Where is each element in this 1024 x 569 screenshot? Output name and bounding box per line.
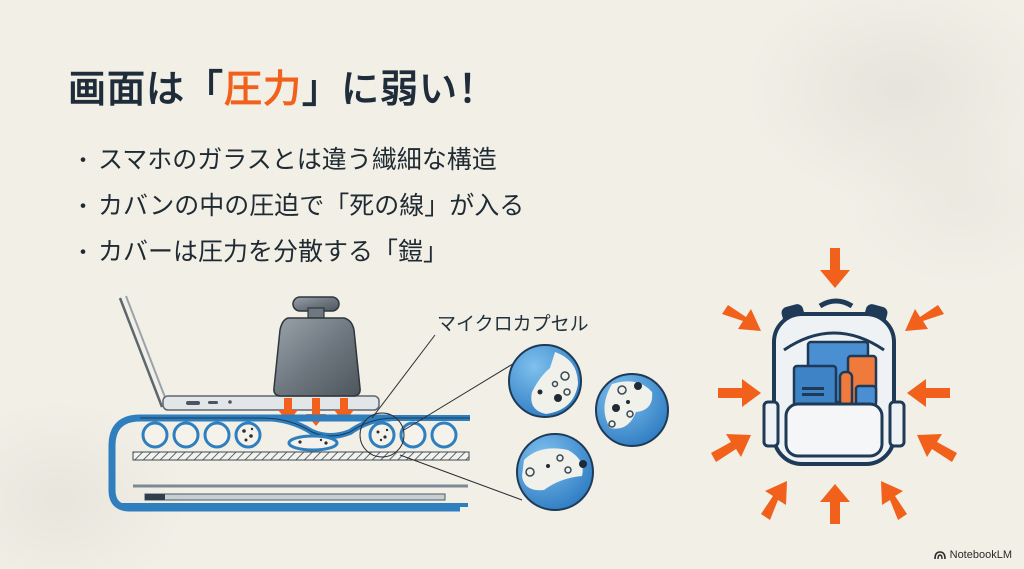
- bullet-item: ・カバンの中の圧迫で「死の線」が入る: [72, 184, 524, 230]
- weight-icon: [273, 296, 361, 397]
- title-prefix: 画面は「: [68, 67, 225, 111]
- bullet-marker: ・: [72, 149, 95, 174]
- laptop-icon: [118, 295, 380, 411]
- bullet-item: ・スマホのガラスとは違う繊細な構造: [72, 138, 524, 184]
- bullet-list: ・スマホのガラスとは違う繊細な構造 ・カバンの中の圧迫で「死の線」が入る ・カバ…: [72, 138, 524, 276]
- leader-lines: [371, 334, 523, 501]
- branding: NotebookLM: [933, 549, 1012, 561]
- bullet-item: ・カバーは圧力を分散する「鎧」: [72, 230, 524, 276]
- title-suffix: 」に弱い！: [302, 67, 498, 111]
- branding-label: NotebookLM: [949, 549, 1012, 561]
- microcapsule-magnified: [508, 344, 669, 511]
- bullet-text: スマホのガラスとは違う繊細な構造: [98, 145, 497, 174]
- screen-cross-section: [108, 412, 470, 512]
- slide-title: 画面は「圧力」に弱い！: [68, 58, 497, 113]
- compression-arrows: [711, 248, 957, 524]
- bullet-text: カバンの中の圧迫で「死の線」が入る: [98, 191, 525, 220]
- title-highlight: 圧力: [224, 67, 303, 111]
- bullet-marker: ・: [72, 241, 95, 266]
- microcapsule-label: マイクロカプセル: [437, 313, 589, 335]
- bullet-marker: ・: [72, 195, 95, 220]
- backpack-icon: [762, 298, 906, 466]
- bullet-text: カバーは圧力を分散する「鎧」: [98, 237, 449, 266]
- notebooklm-logo-icon: [933, 551, 946, 560]
